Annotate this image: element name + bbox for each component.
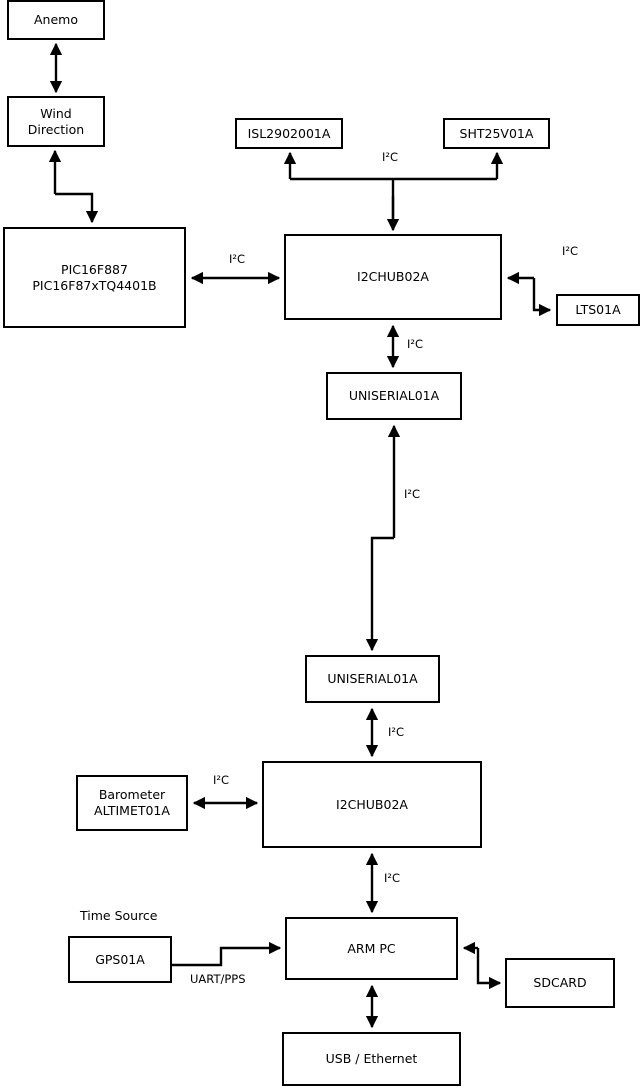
node-i2chub02a-top[interactable]: I2CHUB02A <box>284 234 502 320</box>
node-isl2902001a[interactable]: ISL2902001A <box>235 118 343 149</box>
node-label: I2CHUB02A <box>336 796 408 812</box>
edge-label-hub-lts: I²C <box>562 244 579 258</box>
node-label: USB / Ethernet <box>325 1051 418 1066</box>
node-anemo[interactable]: Anemo <box>7 0 105 40</box>
node-lts01a[interactable]: LTS01A <box>556 294 640 326</box>
edge-gps-armpc <box>172 941 282 967</box>
edge-label-hub-sensors: I²C <box>382 150 399 164</box>
edge-label-uniserial-uniserial: I²C <box>404 487 421 501</box>
edge-label-hub-uniserial: I²C <box>407 337 424 351</box>
edge-label-hub2-armpc: I²C <box>384 871 401 885</box>
edge-label-barometer-hub2: I²C <box>213 773 230 787</box>
node-label: SHT25V01A <box>459 125 534 141</box>
node-i2chub02a-bottom[interactable]: I2CHUB02A <box>262 761 482 848</box>
node-label: Wind Direction <box>27 105 85 137</box>
edge-wind-pic-path <box>55 192 99 224</box>
edge-label-uniserial-hub2: I²C <box>388 725 405 739</box>
node-label: Anemo <box>34 12 78 27</box>
edge-label-pic-hub: I²C <box>229 252 246 266</box>
node-barometer-altimet01a[interactable]: Barometer ALTIMET01A <box>76 775 188 831</box>
edge-lts-hubtop <box>532 278 552 317</box>
node-wind-direction[interactable]: Wind Direction <box>7 96 105 147</box>
node-usb-ethernet[interactable]: USB / Ethernet <box>282 1032 461 1086</box>
node-label: UNISERIAL01A <box>327 671 418 686</box>
node-gps01a[interactable]: GPS01A <box>68 936 172 983</box>
edge-label-gps-armpc: UART/PPS <box>190 972 246 986</box>
node-label: ISL2902001A <box>247 125 331 141</box>
edge-unitop-unibot-path <box>365 536 394 652</box>
node-label: LTS01A <box>575 302 621 317</box>
node-label: Barometer ALTIMET01A <box>94 787 170 818</box>
node-pic-microcontroller[interactable]: PIC16F887 PIC16F87xTQ4401B <box>3 227 186 328</box>
label-time-source: Time Source <box>80 908 158 923</box>
node-label: ARM PC <box>347 940 396 956</box>
node-uniserial01a-top[interactable]: UNISERIAL01A <box>326 372 462 420</box>
node-label: PIC16F887 PIC16F87xTQ4401B <box>32 261 157 293</box>
node-label: SDCARD <box>533 975 587 990</box>
node-label: GPS01A <box>95 951 145 967</box>
node-label: UNISERIAL01A <box>348 388 440 403</box>
node-sht25v01a[interactable]: SHT25V01A <box>443 118 550 149</box>
node-sdcard[interactable]: SDCARD <box>505 958 615 1008</box>
node-label: I2CHUB02A <box>357 269 429 284</box>
node-uniserial01a-bottom[interactable]: UNISERIAL01A <box>305 655 440 703</box>
edge-sdcard-armpc <box>476 948 502 990</box>
node-arm-pc[interactable]: ARM PC <box>285 917 458 980</box>
